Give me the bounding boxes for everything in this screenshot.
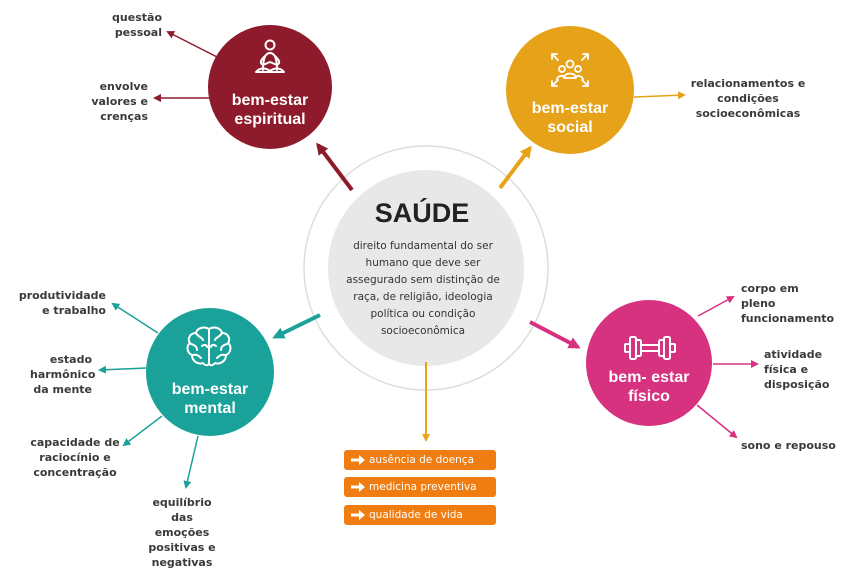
arrow-mental-label-2 (98, 365, 147, 374)
pill-label: qualidade de vida (369, 509, 463, 521)
arrow-social-label-1 (633, 91, 686, 100)
pill-quality-of-life: qualidade de vida (344, 505, 496, 525)
center-title: SAÚDE (374, 198, 470, 228)
arrow-mental-label-1 (111, 302, 159, 334)
meditation-icon (255, 39, 285, 73)
arrow-spiritual-label-1 (166, 31, 220, 59)
physical-title: bem- estar físico (608, 369, 690, 405)
pill-preventive-medicine: medicina preventiva (344, 477, 496, 497)
arrow-to-physical (529, 320, 581, 349)
right-arrow-icon (351, 505, 365, 525)
arrow-to-social (498, 145, 532, 190)
brain-icon (186, 326, 232, 367)
social-circle (506, 26, 634, 154)
physical-circle (586, 300, 712, 426)
dumbbell-icon (624, 336, 676, 360)
arrow-mental-label-4 (183, 435, 199, 489)
spiritual-circle (208, 25, 332, 149)
center-circle (328, 170, 524, 366)
mental-title: bem-estar mental (171, 381, 249, 417)
people-group-icon (551, 53, 589, 87)
pill-label: medicina preventiva (369, 481, 477, 493)
spiritual-label-1: questão pessoal (112, 11, 162, 39)
mental-label-2: estado harmônico da mente (30, 353, 96, 396)
social-label-1: relacionamentos e condições socioeconômi… (690, 77, 806, 120)
right-arrow-icon (351, 477, 365, 497)
right-arrow-icon (351, 450, 365, 470)
mental-circle (146, 308, 274, 436)
arrow-mental-label-3 (122, 415, 163, 447)
arrow-physical-label-3 (696, 404, 738, 439)
mental-label-3: capacidade de raciocínio e concentração (30, 436, 120, 479)
mental-label-1: produtividade e trabalho (18, 289, 106, 317)
spiritual-title: bem-estar espiritual (231, 92, 309, 128)
physical-label-3: sono e repouso (741, 439, 836, 452)
social-title: bem-estar social (531, 100, 609, 136)
arrow-physical-label-1 (697, 296, 735, 317)
mental-label-4: equilíbrio das emoções positivas e negat… (148, 496, 216, 569)
physical-label-2: atividade física e disposição (764, 348, 830, 391)
spiritual-label-2: envolve valores e crenças (91, 80, 148, 123)
arrow-to-spiritual (316, 142, 354, 192)
pill-absence-of-disease: ausência de doença (344, 450, 496, 470)
pill-label: ausência de doença (369, 454, 475, 466)
arrow-to-mental (272, 313, 321, 339)
physical-label-1: corpo em pleno funcionamento (741, 282, 835, 325)
center-description: direito fundamental do ser humano que de… (346, 240, 500, 337)
